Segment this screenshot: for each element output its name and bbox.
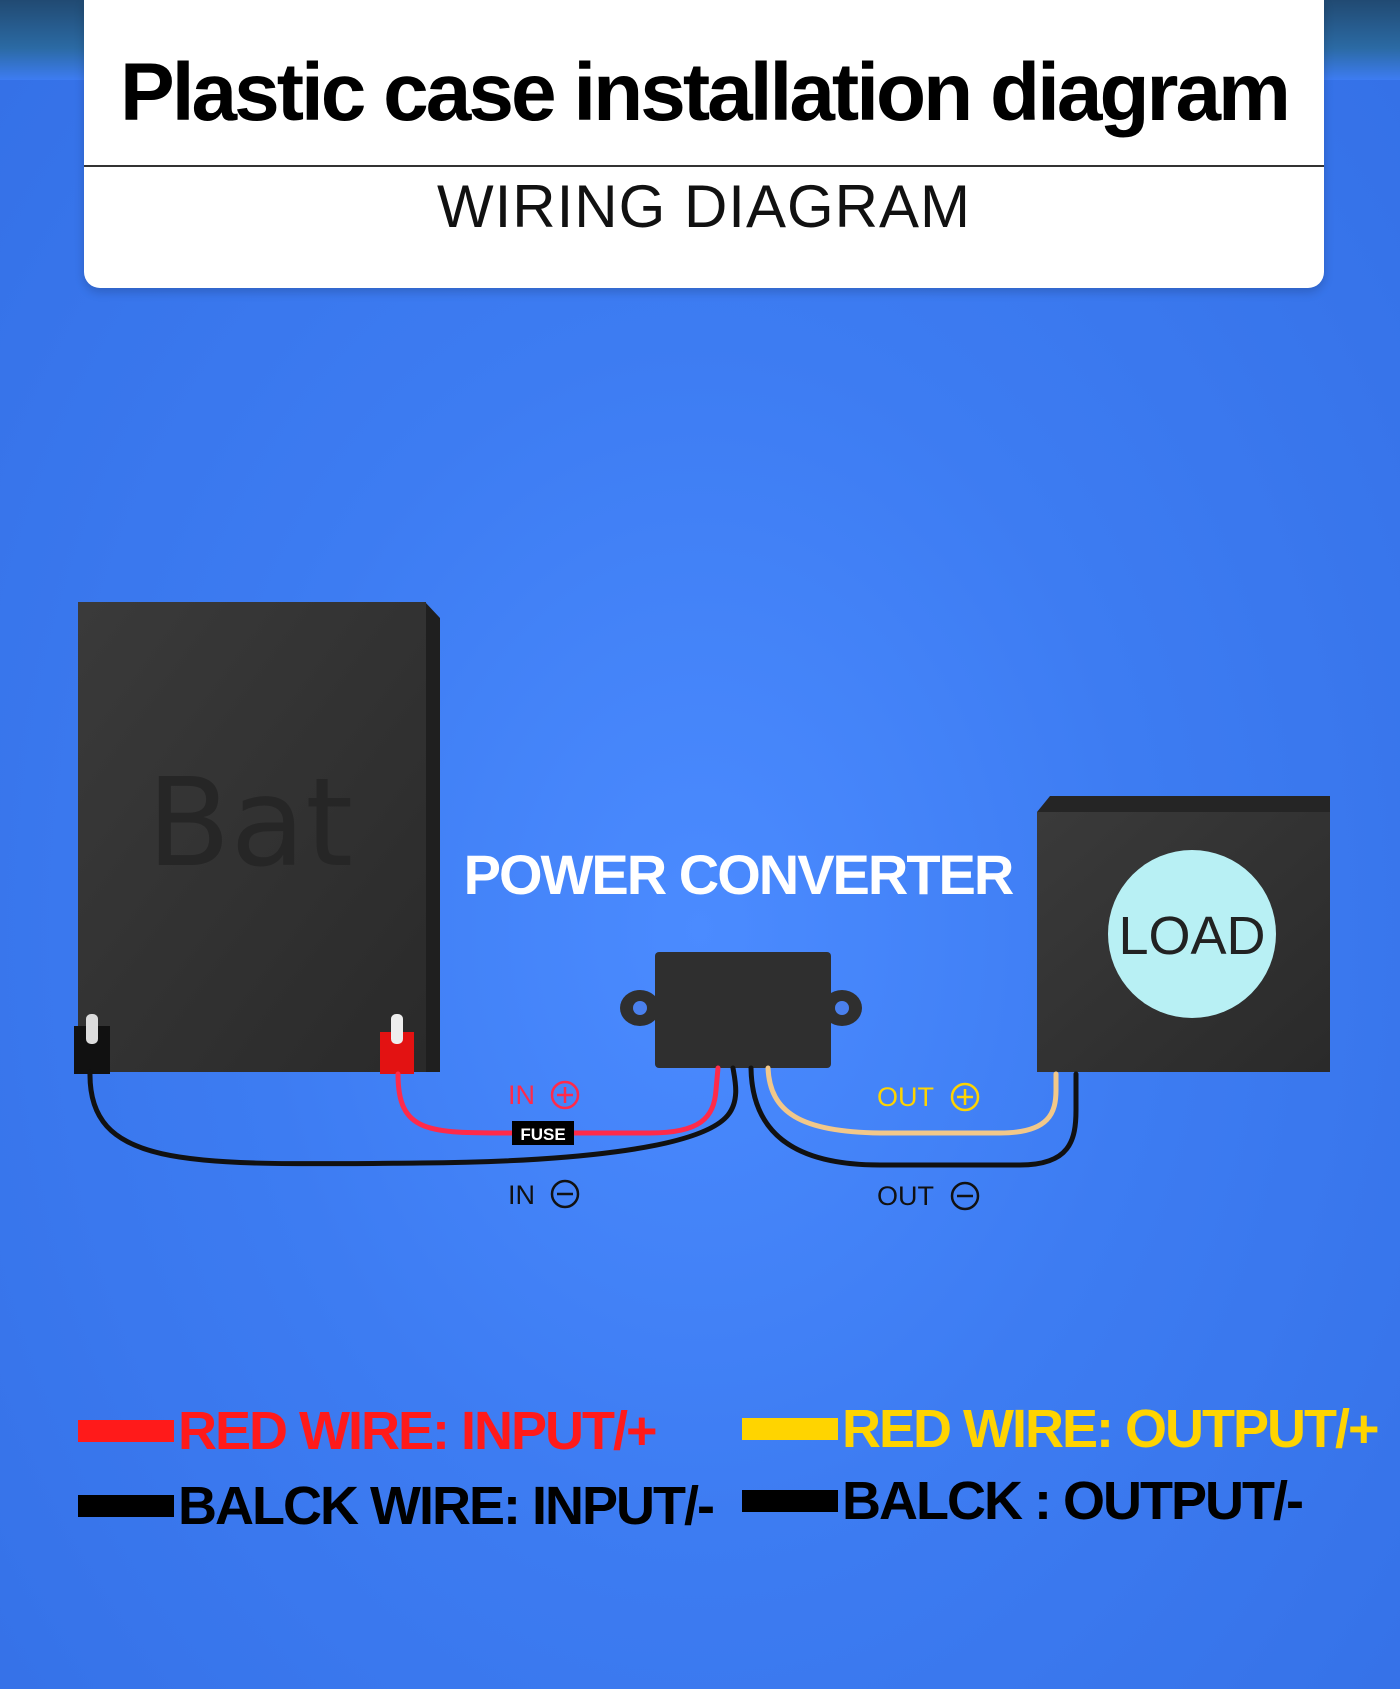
load-indicator xyxy=(1108,850,1276,1018)
header-divider xyxy=(84,165,1324,167)
output-positive-wire xyxy=(765,1065,1059,1136)
load-label: LOAD xyxy=(1118,906,1265,966)
power-converter-module xyxy=(620,952,862,1068)
output-negative-wire xyxy=(748,1065,1079,1168)
svg-text:OUT: OUT xyxy=(877,1082,934,1112)
legend-input-negative: BALCK WIRE: INPUT/- xyxy=(78,1475,715,1537)
header-card: Plastic case installation diagram WIRING… xyxy=(84,0,1324,288)
battery-negative-terminal xyxy=(74,1014,110,1074)
input-negative-wire xyxy=(87,1065,739,1167)
svg-text:OUT: OUT xyxy=(877,1181,934,1211)
svg-text:IN: IN xyxy=(508,1180,535,1210)
svg-text:IN: IN xyxy=(508,1080,535,1110)
legend-output-negative: BALCK : OUTPUT/- xyxy=(742,1470,1304,1532)
black-wire-swatch xyxy=(78,1495,174,1517)
water-backdrop-right xyxy=(1310,0,1400,80)
legend-text: BALCK : OUTPUT/- xyxy=(842,1471,1304,1531)
legend-text: BALCK WIRE: INPUT/- xyxy=(178,1476,715,1536)
load-device: LOAD xyxy=(1037,796,1330,1072)
label-in-positive: IN xyxy=(508,1080,580,1110)
water-backdrop-left xyxy=(0,0,90,80)
label-out-negative: OUT xyxy=(877,1181,980,1211)
battery: Bat xyxy=(74,602,440,1074)
legend-input-positive: RED WIRE: INPUT/+ xyxy=(78,1400,658,1462)
plus-icon xyxy=(550,1080,580,1110)
legend-text: RED WIRE: OUTPUT/+ xyxy=(842,1399,1380,1459)
red-wire-swatch xyxy=(78,1420,174,1442)
fuse: FUSE xyxy=(512,1121,574,1145)
plus-icon xyxy=(950,1082,980,1112)
fuse-label: FUSE xyxy=(520,1125,565,1144)
label-out-positive: OUT xyxy=(877,1082,980,1112)
page-title: Plastic case installation diagram xyxy=(120,47,1291,138)
battery-label: Bat xyxy=(147,752,353,894)
minus-icon xyxy=(950,1181,980,1211)
legend-output-positive: RED WIRE: OUTPUT/+ xyxy=(742,1398,1380,1460)
battery-positive-terminal xyxy=(380,1014,414,1074)
label-in-negative: IN xyxy=(508,1179,580,1210)
legend-text: RED WIRE: INPUT/+ xyxy=(178,1401,658,1461)
converter-label: POWER CONVERTER xyxy=(464,843,1014,906)
yellow-wire-swatch xyxy=(742,1418,838,1440)
black-wire-swatch xyxy=(742,1490,838,1512)
minus-icon xyxy=(550,1179,580,1209)
page-subtitle: WIRING DIAGRAM xyxy=(437,173,971,240)
